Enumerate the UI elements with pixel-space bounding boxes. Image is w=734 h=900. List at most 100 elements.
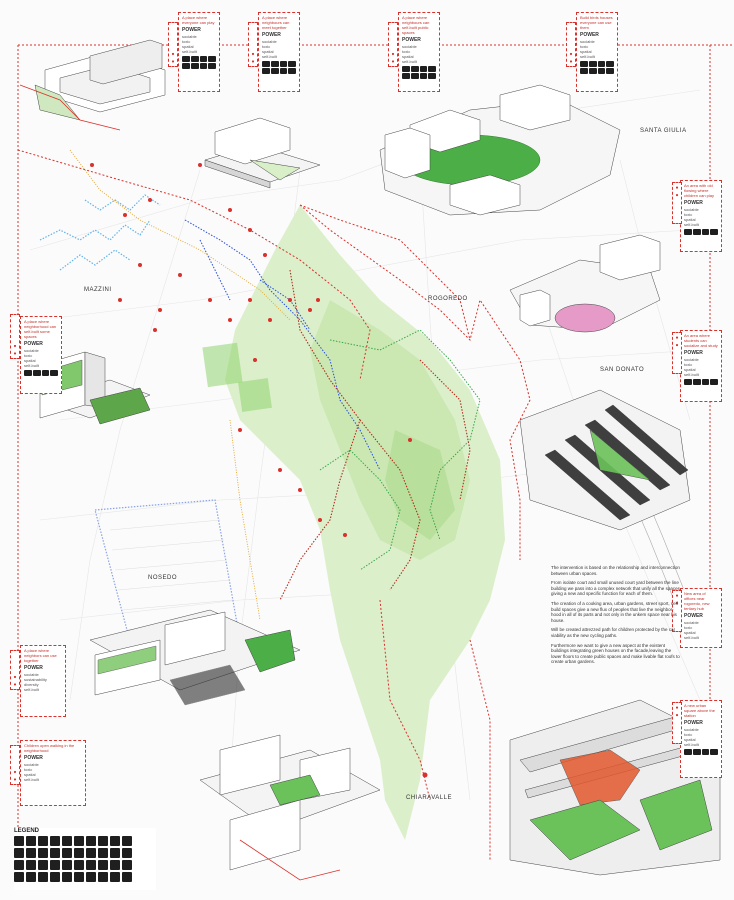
- park-hill: [385, 430, 455, 540]
- legend-icon: [86, 836, 96, 846]
- info-card-right-1: An area with old flowing where children …: [680, 180, 722, 252]
- legend-icon: [98, 872, 108, 882]
- legend-icon: [38, 848, 48, 858]
- card-tab-top-2: ● ●: [248, 22, 258, 67]
- place-rogoredo: ROGOREDO: [428, 296, 468, 302]
- icon-grid: [402, 66, 436, 79]
- legend-icon: [122, 836, 132, 846]
- place-mazzini: MAZZINI: [84, 287, 112, 293]
- legend-icon: [14, 872, 24, 882]
- legend-title: LEGEND: [14, 828, 40, 834]
- dark-red-route: [279, 269, 471, 601]
- description-paragraph: From isolate court and small unused cour…: [551, 580, 680, 597]
- legend-icon: [110, 872, 120, 882]
- markers: [90, 163, 428, 778]
- card-tab-right-3: ● ●: [672, 590, 682, 632]
- legend-icon: [26, 860, 36, 870]
- legend-icon: [50, 860, 60, 870]
- red-path: [17, 149, 531, 860]
- card-tab-right-4: ● ●: [672, 702, 682, 744]
- legend-icon: [38, 872, 48, 882]
- card-tab-right-1: ● ●: [672, 182, 682, 224]
- info-card-top-4: Build birds houses everyone can use them…: [576, 12, 618, 92]
- nosedo-boundary: [94, 499, 241, 661]
- legend-icon: [14, 836, 24, 846]
- card-tab-top-4: ● ●: [566, 22, 576, 67]
- legend-icon: [50, 848, 60, 858]
- info-card-top-1: A place where everyone can play POWER so…: [178, 12, 220, 92]
- legend-icon: [98, 836, 108, 846]
- legend-icon: [62, 848, 72, 858]
- place-santa-giulia: SANTA GIULIA: [640, 128, 687, 134]
- legend-icon: [74, 836, 84, 846]
- description-paragraph: Will be created attrezzed path for child…: [551, 627, 676, 638]
- description-paragraph: The creation of a cooking area, urban ga…: [551, 600, 678, 623]
- icon-grid: [24, 370, 58, 376]
- card-tab-left-3: ● ●: [10, 745, 20, 785]
- legend-icon: [38, 836, 48, 846]
- iso-top-left: [34, 39, 166, 121]
- legend-icon: [98, 848, 108, 858]
- card-tab-top-3: ● ●: [388, 22, 398, 67]
- description-paragraph: Furthermore we want to give a new aspect…: [551, 642, 680, 665]
- legend-icon: [38, 860, 48, 870]
- iso-top-left-path: [19, 84, 121, 131]
- iso-station-square: [509, 699, 721, 876]
- icon-grid: [262, 61, 296, 74]
- green-route: [319, 329, 481, 571]
- info-card-top-3: A place where neighbours can self-built …: [398, 12, 440, 92]
- field-1: [202, 342, 243, 388]
- legend-icon: [14, 860, 24, 870]
- card-tab-left-1: ● ●: [10, 314, 20, 359]
- legend-icon: [14, 848, 24, 858]
- place-nosedo: NOSEDO: [148, 575, 178, 581]
- legend-icon: [74, 848, 84, 858]
- description-paragraph: The intervention is based on the relatio…: [551, 565, 680, 576]
- iso-courtyard: [204, 117, 321, 189]
- legend-icon: [50, 872, 60, 882]
- light-blue-route: [39, 194, 161, 271]
- iso-bottom-campus: [199, 734, 381, 881]
- legend-icon: [74, 872, 84, 882]
- icon-grid: [684, 749, 718, 755]
- info-card-right-2: An area where students can socialize and…: [680, 330, 722, 402]
- place-san-donato: SAN DONATO: [600, 367, 645, 373]
- legend-icon: [26, 872, 36, 882]
- info-card-right-4: A new urban square above the station POW…: [680, 700, 722, 778]
- card-tab-right-2: ● ●: [672, 332, 682, 374]
- legend-icon: [62, 872, 72, 882]
- legend-icon: [110, 848, 120, 858]
- legend-icon: [74, 860, 84, 870]
- card-tab-top-1: ● ●: [168, 22, 178, 67]
- card-tab-left-2: ● ●: [10, 650, 20, 690]
- iso-santa-giulia: [379, 84, 621, 216]
- legend-icon: [50, 836, 60, 846]
- legend-icon: [122, 848, 132, 858]
- info-card-right-3: New area of offices near rogoredo, new t…: [680, 588, 722, 648]
- legend-icon: [110, 836, 120, 846]
- legend-icon: [86, 872, 96, 882]
- legend-icon: [26, 836, 36, 846]
- info-card-top-2: A place where neighbours can meet togeth…: [258, 12, 300, 92]
- icon-grid: [684, 229, 718, 235]
- icon-grid: [684, 379, 718, 385]
- legend-icon-grid: [14, 836, 156, 882]
- legend: LEGEND: [14, 828, 156, 890]
- legend-icon: [122, 872, 132, 882]
- iso-plaza: [509, 234, 661, 333]
- legend-icon: [62, 860, 72, 870]
- icon-grid: [580, 61, 614, 74]
- nosedo-grid: [109, 519, 237, 631]
- info-card-left-1: A place where neighborhood can self-buil…: [20, 316, 62, 394]
- icon-grid: [182, 56, 216, 69]
- place-chiaravalle: CHIARAVALLE: [406, 795, 452, 801]
- legend-icon: [62, 836, 72, 846]
- legend-icon: [86, 848, 96, 858]
- legend-icon: [26, 848, 36, 858]
- field-2: [238, 378, 272, 412]
- park-area: [225, 205, 505, 840]
- legend-icon: [98, 860, 108, 870]
- project-description: The intervention is based on the relatio…: [551, 565, 681, 669]
